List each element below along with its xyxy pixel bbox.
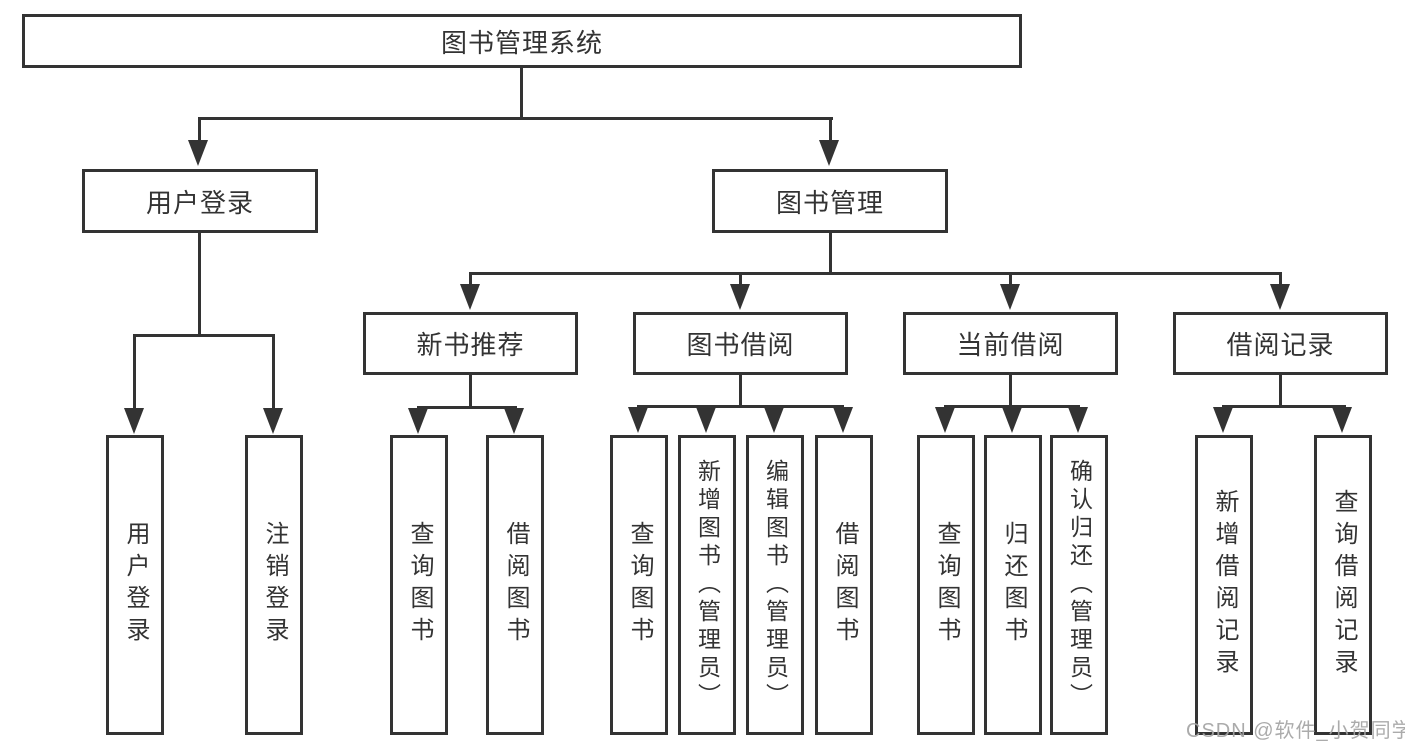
leaf-edit-book-admin: 编辑图书（管理员） xyxy=(746,435,804,735)
connector-logout-stem xyxy=(272,334,275,410)
connector-borrow-record-stem xyxy=(1279,272,1282,286)
connector-book-mgmt-stub xyxy=(829,233,832,274)
arrowhead-down-icon xyxy=(188,140,208,166)
leaf-user-login: 用户登录 xyxy=(106,435,164,735)
csdn-watermark: CSDN @软件_小贺同学 xyxy=(1186,720,1405,742)
connector-book-mgmt-hline xyxy=(469,272,1282,275)
connector-root-stub xyxy=(520,68,523,120)
node-library-management-system: 图书管理系统 xyxy=(22,14,1022,68)
arrowhead-down-icon xyxy=(408,408,428,434)
arrowhead-down-icon xyxy=(764,407,784,433)
node-borrow-record: 借阅记录 xyxy=(1173,312,1388,375)
connector-new-book-hline xyxy=(417,406,517,409)
arrowhead-down-icon xyxy=(1000,284,1020,310)
connector-book-borrow-hline xyxy=(637,405,844,408)
leaf-borrow-query-book: 查询图书 xyxy=(610,435,668,735)
node-book-management: 图书管理 xyxy=(712,169,948,233)
connector-current-borrow-stem xyxy=(1009,272,1012,286)
connector-login-stem xyxy=(133,334,136,410)
leaf-add-borrow-record: 新增借阅记录 xyxy=(1195,435,1253,735)
arrowhead-down-icon xyxy=(460,284,480,310)
connector-current-borrow-hline xyxy=(944,405,1080,408)
connector-book-borrow-stem xyxy=(739,272,742,286)
arrowhead-down-icon xyxy=(124,408,144,434)
leaf-confirm-return-admin: 确认归还（管理员） xyxy=(1050,435,1108,735)
arrowhead-down-icon xyxy=(833,407,853,433)
leaf-borrow-borrow-book: 借阅图书 xyxy=(815,435,873,735)
node-book-borrow: 图书借阅 xyxy=(633,312,848,375)
connector-root-hline xyxy=(198,117,833,120)
leaf-recommend-query-book: 查询图书 xyxy=(390,435,448,735)
connector-user-login-stem xyxy=(198,117,201,143)
leaf-add-book-admin: 新增图书（管理员） xyxy=(678,435,736,735)
arrowhead-down-icon xyxy=(819,140,839,166)
leaf-current-query-book: 查询图书 xyxy=(917,435,975,735)
arrowhead-down-icon xyxy=(1068,407,1088,433)
connector-book-mgmt-stem xyxy=(829,117,832,143)
arrowhead-down-icon xyxy=(730,284,750,310)
connector-user-login-stub xyxy=(198,233,201,336)
connector-book-borrow-stub xyxy=(739,375,742,408)
leaf-recommend-borrow-book: 借阅图书 xyxy=(486,435,544,735)
connector-user-login-hline xyxy=(133,334,275,337)
arrowhead-down-icon xyxy=(504,408,524,434)
node-current-borrow: 当前借阅 xyxy=(903,312,1118,375)
node-new-book-recommend: 新书推荐 xyxy=(363,312,578,375)
node-user-login: 用户登录 xyxy=(82,169,318,233)
connector-current-borrow-stub xyxy=(1009,375,1012,408)
connector-borrow-record-hline xyxy=(1222,405,1346,408)
arrowhead-down-icon xyxy=(935,407,955,433)
leaf-query-borrow-record: 查询借阅记录 xyxy=(1314,435,1372,735)
arrowhead-down-icon xyxy=(263,408,283,434)
connector-borrow-record-stub xyxy=(1279,375,1282,407)
leaf-return-book: 归还图书 xyxy=(984,435,1042,735)
connector-new-book-stem xyxy=(469,272,472,286)
arrowhead-down-icon xyxy=(1332,407,1352,433)
arrowhead-down-icon xyxy=(1002,407,1022,433)
arrowhead-down-icon xyxy=(1270,284,1290,310)
arrowhead-down-icon xyxy=(1213,407,1233,433)
arrowhead-down-icon xyxy=(696,407,716,433)
connector-new-book-stub xyxy=(469,375,472,409)
leaf-logout-login: 注销登录 xyxy=(245,435,303,735)
arrowhead-down-icon xyxy=(628,407,648,433)
